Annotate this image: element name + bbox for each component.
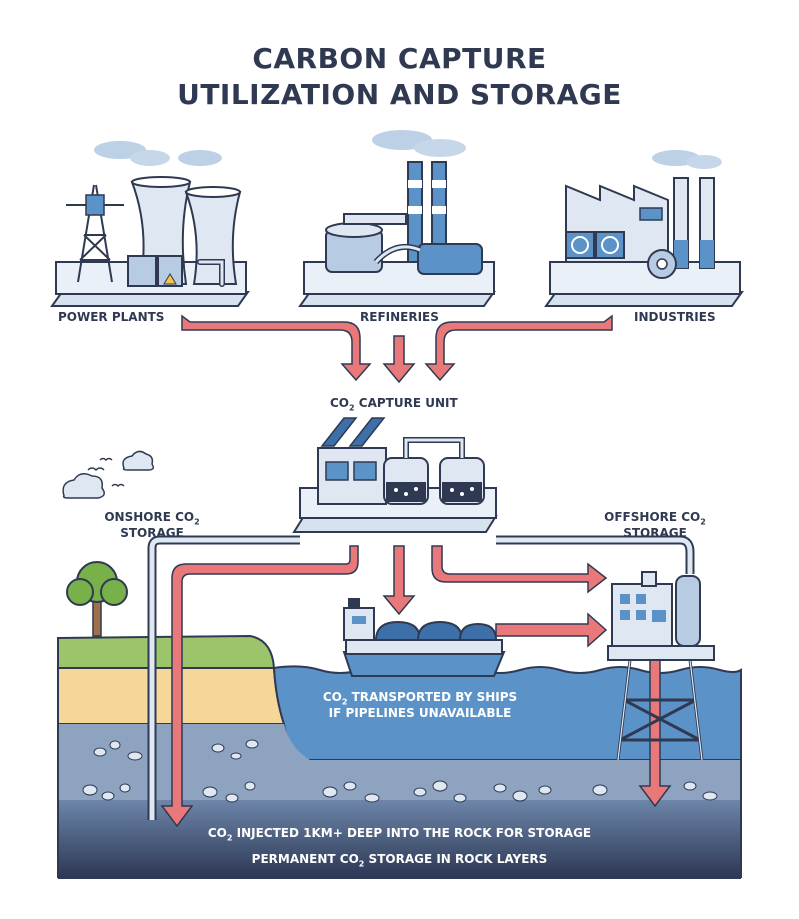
- onshore-land: [57, 634, 286, 725]
- power-plants-label: POWER PLANTS: [58, 310, 165, 324]
- arrow-refineries: [382, 335, 416, 384]
- industry-icon: [544, 150, 744, 307]
- arrow-to-offshore: [431, 545, 608, 594]
- pipelines: [147, 535, 695, 820]
- permanent-storage-label: PERMANENT CO2 STORAGE IN ROCK LAYERS: [251, 852, 548, 869]
- arrow-industries: [424, 314, 613, 382]
- offshore-storage-label: OFFSHORE CO2 STORAGE: [604, 510, 706, 541]
- capture-unit-icon: [292, 417, 498, 533]
- injection-label: CO2 INJECTED 1KM+ DEEP INTO THE ROCK FOR…: [207, 826, 592, 843]
- cloud-icon: [62, 450, 155, 499]
- arrow-power-plants: [181, 314, 372, 382]
- rock-layers: [57, 670, 742, 878]
- refinery-icon: [298, 130, 496, 307]
- arrow-to-ship: [382, 545, 416, 616]
- refineries-label: REFINERIES: [360, 310, 439, 324]
- bird-icon: [87, 457, 125, 488]
- tree-icon: [66, 561, 128, 637]
- offshore-platform-icon: [607, 571, 715, 761]
- industries-label: INDUSTRIES: [634, 310, 716, 324]
- ship-icon: [342, 598, 506, 677]
- source-arrows: [181, 314, 613, 384]
- arrow-to-onshore: [160, 545, 359, 828]
- ship-transport-label: CO2 TRANSPORTED BY SHIPS IF PIPELINES UN…: [322, 690, 518, 721]
- power-plant-icon: [50, 141, 250, 307]
- page-title-line1: CARBON CAPTURE: [252, 42, 547, 75]
- onshore-storage-label: ONSHORE CO2 STORAGE: [104, 510, 200, 541]
- page-title-line2: UTILIZATION AND STORAGE: [177, 78, 622, 111]
- capture-unit-label: CO2 CAPTURE UNIT: [330, 396, 458, 413]
- arrow-ship-to-platform: [495, 612, 608, 648]
